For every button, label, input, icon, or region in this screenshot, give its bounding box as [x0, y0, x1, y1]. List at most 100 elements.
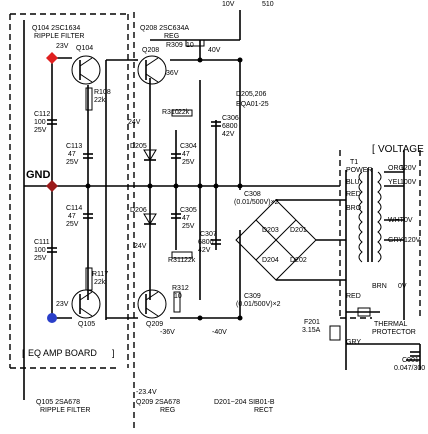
label-q104-sub: RIPPLE FILTER [34, 33, 84, 40]
label-c306-val1: 6800 [222, 123, 238, 130]
label-d201-204: D201~204 SIB01-B [214, 399, 275, 406]
label-org: ORG [388, 165, 404, 172]
resistors [85, 39, 205, 313]
label-23v-neg: -23.4V [136, 389, 157, 396]
label-120v-b: 120V [404, 237, 421, 244]
label-r108-val: 22k [94, 97, 106, 104]
label-510: 510 [262, 1, 274, 8]
label-q209-head: Q209 2SA678 [136, 399, 180, 406]
label-c307-val1: 6800 [198, 239, 214, 246]
label-voltage: VOLTAGE [378, 144, 424, 155]
label-d205: D205 [130, 143, 147, 150]
label-yel: YEL [388, 179, 401, 186]
label-c308-val: (0.01/500V)×2 [234, 199, 279, 206]
label-d203: D203 [262, 227, 279, 234]
label-r311-val: 22k [184, 257, 196, 264]
test-point-markers [46, 52, 58, 323]
label-r117: R117 [92, 271, 108, 278]
label-c304-val1: 47 [182, 151, 190, 158]
label-rect: RECT [254, 407, 274, 414]
label-d201: D201 [290, 227, 307, 234]
eq-bracket-right: ] [112, 348, 115, 358]
label-c304: C304 [180, 143, 197, 150]
label-d204: D204 [262, 257, 279, 264]
label-q105-sub: RIPPLE FILTER [40, 407, 90, 414]
label-r312: R312 [172, 285, 189, 292]
label-23v-low: 23V [56, 301, 69, 308]
label-eqa01: EQA01-25 [236, 101, 269, 108]
label-blu: BLU [346, 179, 360, 186]
label-q209: Q209 [146, 321, 163, 328]
label-c305-val2: 25V [182, 223, 195, 230]
component-labels: Q104 2SC1634 RIPPLE FILTER 23V Q104 Q208… [32, 1, 425, 414]
label-t1: T1 [350, 159, 358, 166]
label-40v-top: 40V [208, 47, 221, 54]
label-bro: BRO [346, 205, 362, 212]
voltage-bracket: [ [372, 144, 375, 155]
label-r310: R310 [162, 109, 179, 116]
label-f201-val: 3.15A [302, 327, 321, 334]
label-c112: C112 [34, 111, 50, 118]
label-c111-val2: 25V [34, 255, 47, 262]
label-10v: 10V [222, 1, 235, 8]
label-q208-head: Q208 2SC634A [140, 25, 189, 32]
label-d206: D206 [130, 207, 147, 214]
label-c305: C305 [180, 207, 197, 214]
label-24v-top: 24V [128, 119, 141, 126]
label-brn: BRN [372, 283, 387, 290]
label-c113-val1: 47 [68, 151, 76, 158]
label-r311: R311 [168, 257, 184, 264]
label-protector: PROTECTOR [372, 329, 416, 336]
label-q105: Q105 [78, 321, 95, 328]
label-c309: C309 [244, 293, 261, 300]
label-c307: C307 [200, 231, 217, 238]
label-c113: C113 [66, 143, 82, 150]
eq-amp-board-outline [9, 13, 129, 369]
gnd-marker [46, 180, 58, 192]
section-labels: VOLTAGE [ GND EQ AMP BOARD [ ] [22, 144, 424, 358]
label-c111-val1: 100 [34, 247, 46, 254]
label-q104-volt: 23V [56, 43, 69, 50]
label-c111: C111 [34, 239, 50, 246]
label-40v-neg: -40V [212, 329, 227, 336]
label-c001-val: 0.047/300 [394, 365, 425, 372]
label-c114: C114 [66, 205, 82, 212]
label-c001: C001 [402, 357, 419, 364]
label-c114-val2: 25V [66, 221, 79, 228]
label-red-b: RED [346, 293, 361, 300]
label-r309: R309 [166, 42, 183, 49]
label-c306: C306 [222, 115, 239, 122]
transistor-q105-symbol [71, 289, 101, 319]
label-36v: 36V [166, 70, 179, 77]
label-c308: C308 [244, 191, 261, 198]
label-q208-reg: REG [164, 33, 179, 40]
label-r310-val: 22k [178, 109, 190, 116]
label-f201: F201 [304, 319, 320, 326]
label-red-a: RED [346, 191, 361, 198]
label-r117-val: 22k [94, 279, 106, 286]
label-gnd: GND [26, 169, 51, 181]
label-c112-val2: 25V [34, 127, 47, 134]
label-gry: GRY [388, 237, 403, 244]
label-c305-val1: 47 [182, 215, 190, 222]
label-120v-a: 120V [400, 165, 417, 172]
label-q209-reg: REG [160, 407, 175, 414]
junction-dots [85, 57, 243, 321]
label-r108: R108 [94, 89, 111, 96]
negative-rail-marker [47, 313, 57, 323]
positive-rail-marker [46, 52, 58, 64]
label-c307-val2: 42V [198, 247, 211, 254]
label-36v-neg: -36V [160, 329, 175, 336]
zener-diodes [143, 149, 157, 225]
label-c304-val2: 25V [182, 159, 195, 166]
label-power: POWER [346, 167, 372, 174]
label-0v-a: 0V [404, 217, 413, 224]
label-q105-head: Q105 2SA678 [36, 399, 80, 406]
eq-bracket-left: [ [22, 348, 25, 358]
transistor-q209-symbol [137, 289, 167, 319]
label-100v: 100V [400, 179, 417, 186]
label-thermal: THERMAL [374, 321, 408, 328]
label-wht: WHT [388, 217, 405, 224]
capacitors [47, 119, 420, 357]
